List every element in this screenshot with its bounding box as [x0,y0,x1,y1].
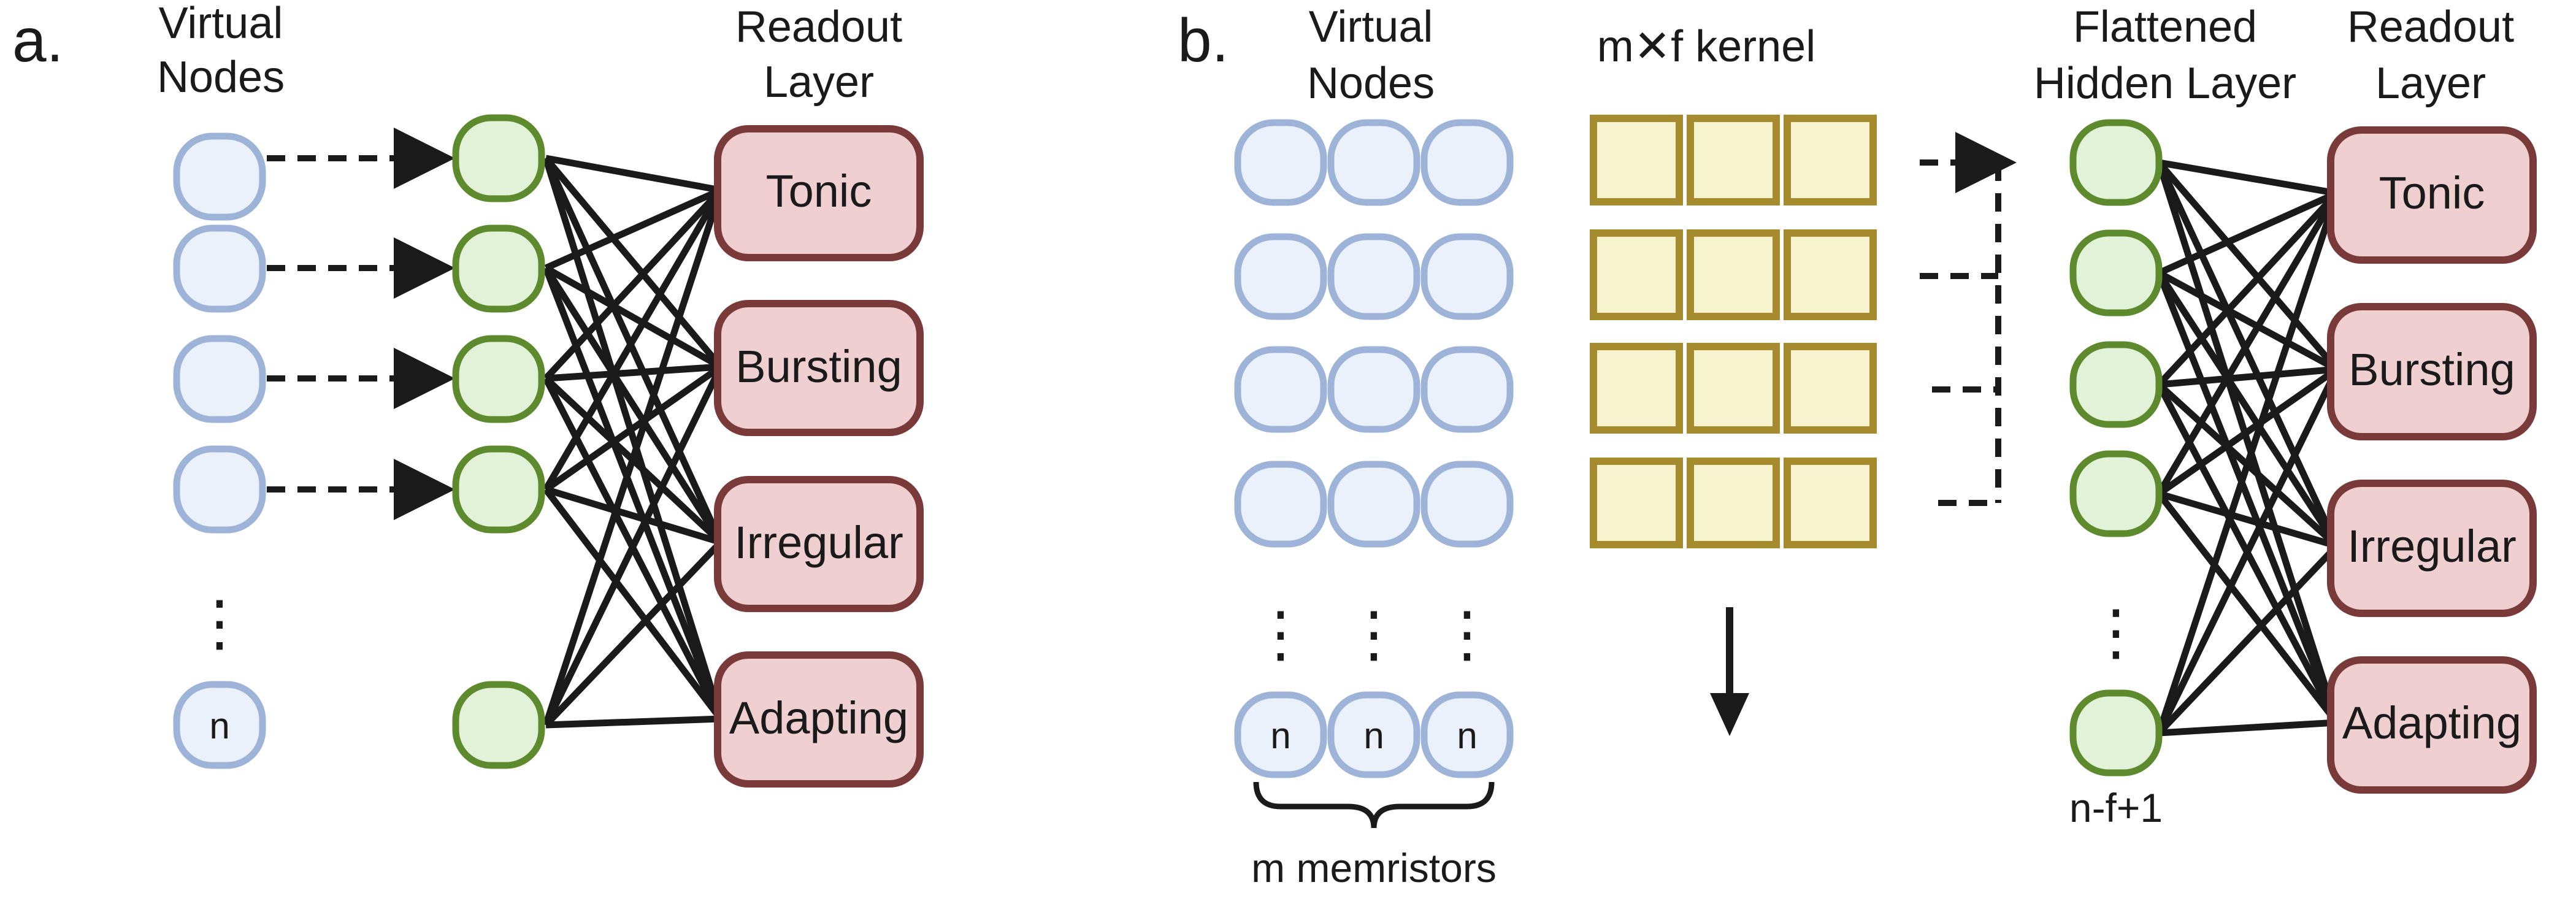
panel-b-virtual-nodes-header-line2: Nodes [1307,59,1435,108]
memristors-label: m memristors [1251,845,1497,891]
kernel-cell [1687,115,1780,205]
readout-node-tonic [714,125,924,261]
panel-a-class-adapting: Adapting [729,692,908,743]
panel-b-readout-header-line1: Readout [2347,2,2514,52]
panel-b-virtual-ellipsis-2: ⋮ [1343,600,1405,669]
hidden-node [452,445,545,534]
readout-node-irregular [714,476,924,612]
panel-b-class-bursting: Bursting [2348,344,2515,395]
kernel-cell [1784,229,1877,320]
panel-a-label: a. [12,6,63,75]
panel-a-readout-header-line1: Readout [735,2,902,52]
panel-b-virtual-node-n-label-2: n [1363,715,1384,756]
panel-b-virtual-node-n-label-3: n [1457,715,1477,756]
virtual-node [1420,119,1514,206]
panel-b-virtual-nodes-header-line1: Virtual [1309,2,1433,52]
panel-a-virtual-nodes [173,132,266,769]
panel-b-connections [2155,159,2340,737]
memristors-brace [1253,781,1495,829]
panel-b-readout-nodes [2327,126,2537,794]
hidden-node [452,681,545,769]
virtual-node [173,445,266,534]
panel-b: b. Virtual Nodes m✕f kernel Flattened Hi… [1178,2,2537,891]
panel-b-kernel-grid [1590,115,1877,548]
kernel-to-hidden-bracket [1920,132,2017,506]
virtual-node [173,224,266,313]
kernel-cell [1784,458,1877,548]
hidden-node [2069,341,2163,428]
panel-a-class-bursting: Bursting [735,341,902,392]
kernel-cell [1687,229,1780,320]
virtual-node [1234,461,1327,548]
panel-a-class-tonic: Tonic [766,166,872,217]
virtual-node [1420,346,1514,433]
readout-node-bursting [2327,303,2537,440]
panel-b-hidden-header-line1: Flattened [2073,2,2257,52]
panel-a-virtual-ellipsis: ⋮ [189,589,250,657]
kernel-cell [1687,458,1780,548]
panel-b-virtual-ellipsis-1: ⋮ [1250,600,1311,669]
virtual-node-n [1420,691,1514,778]
virtual-node [1327,346,1420,433]
virtual-node [1234,119,1327,206]
readout-node-tonic [2327,126,2537,264]
hidden-node [452,224,545,313]
virtual-node [1234,233,1327,320]
hidden-node [2069,229,2163,316]
panel-b-kernel-header: m✕f kernel [1597,22,1815,71]
panel-a-virtual-nodes-header-line2: Nodes [157,53,285,102]
virtual-node [1420,461,1514,548]
panel-b-hidden-ellipsis: ⋮ [2085,598,2147,667]
panel-b-virtual-ellipsis-3: ⋮ [1436,600,1498,669]
kernel-cell [1687,343,1780,434]
panel-b-readout-header-line2: Layer [2375,59,2486,108]
virtual-node [1327,461,1420,548]
panel-a-class-irregular: Irregular [734,517,903,568]
kernel-cell [1590,343,1683,434]
virtual-node [1327,233,1420,320]
panel-b-class-adapting: Adapting [2342,697,2521,748]
readout-node-adapting [2327,656,2537,794]
panel-b-class-tonic: Tonic [2379,167,2485,218]
kernel-cell [1590,229,1683,320]
virtual-node-n [1327,691,1420,778]
panel-a: a. Virtual Nodes Readout Layer [12,0,924,788]
kernel-cell [1784,343,1877,434]
panel-a-readout-header-line2: Layer [764,58,874,107]
hidden-node [2069,450,2163,537]
hidden-node [452,114,545,202]
virtual-node [1420,233,1514,320]
virtual-node-n [173,681,266,769]
panel-b-hidden-nodes [2069,119,2163,776]
panel-a-virtual-node-n-label: n [209,705,229,746]
virtual-node [173,132,266,221]
kernel-stride-arrow [1710,607,1749,736]
readout-node-bursting [714,300,924,436]
panel-a-connections [542,155,724,729]
panel-a-hidden-nodes [452,114,545,769]
panel-a-virtual-nodes-header-line1: Virtual [159,0,283,48]
panel-a-readout-nodes [714,125,924,788]
hidden-node [452,335,545,423]
panel-b-virtual-node-n-label-1: n [1270,715,1290,756]
readout-node-adapting [714,651,924,788]
panel-b-class-irregular: Irregular [2347,521,2517,572]
virtual-node [173,335,266,423]
virtual-node-n [1234,691,1327,778]
panel-a-dashed-arrows [267,128,455,520]
panel-b-label: b. [1178,6,1229,75]
kernel-cell [1784,115,1877,205]
panel-b-hidden-header-line2: Hidden Layer [2034,59,2296,108]
virtual-node [1327,119,1420,206]
kernel-cell [1590,458,1683,548]
hidden-node [2069,119,2163,206]
panel-b-virtual-nodes [1234,119,1514,778]
hidden-node [2069,689,2163,776]
hidden-last-label: n-f+1 [2069,785,2163,830]
virtual-node [1234,346,1327,433]
kernel-cell [1590,115,1683,205]
readout-node-irregular [2327,480,2537,617]
